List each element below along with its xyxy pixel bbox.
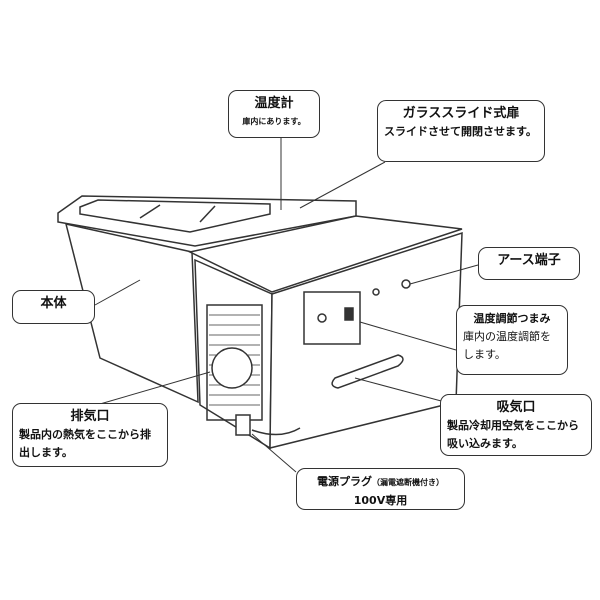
callout-temp-knob: 温度調節つまみ 庫内の温度調節をします。 bbox=[456, 305, 568, 375]
callout-title: ガラススライド式扉 bbox=[402, 106, 520, 121]
callout-title: 温度計 bbox=[254, 96, 294, 111]
power-plug bbox=[235, 414, 251, 436]
callout-text: 庫内の温度調節をします。 bbox=[463, 330, 551, 361]
callout-title: 吸気口 bbox=[496, 400, 536, 415]
leader-lines bbox=[94, 138, 479, 473]
callout-text: 庫内にあります。 bbox=[242, 117, 306, 126]
intake-slot bbox=[331, 354, 404, 389]
callout-earth: アース端子 bbox=[478, 247, 580, 280]
callout-title: 本体 bbox=[40, 296, 67, 311]
callout-body: 本体 bbox=[12, 290, 95, 324]
callout-exhaust: 排気口 製品内の熱気をここから排出します。 bbox=[12, 403, 168, 467]
callout-title: 温度調節つまみ bbox=[473, 312, 551, 325]
callout-text: 100V専用 bbox=[353, 494, 408, 507]
callout-text: スライドさせて開閉させます。 bbox=[384, 125, 537, 138]
callout-note: （漏電遮断機付き） bbox=[372, 478, 444, 487]
callout-title: アース端子 bbox=[497, 253, 561, 268]
callout-thermometer: 温度計 庫内にあります。 bbox=[228, 90, 320, 138]
exhaust-grille bbox=[206, 304, 263, 421]
callout-title: 電源プラグ bbox=[317, 475, 372, 488]
temp-knob bbox=[317, 313, 327, 323]
callout-text: 製品内の熱気をここから排出します。 bbox=[19, 428, 151, 459]
callout-title: 排気口 bbox=[70, 409, 110, 424]
right-unit bbox=[187, 215, 463, 450]
callout-text: 製品冷却用空気をここから吸い込みます。 bbox=[447, 419, 579, 450]
callout-intake: 吸気口 製品冷却用空気をここから吸い込みます。 bbox=[440, 394, 592, 456]
callout-glass-door: ガラススライド式扉 スライドさせて開閉させます。 bbox=[377, 100, 545, 162]
callout-plug: 電源プラグ（漏電遮断機付き） 100V専用 bbox=[296, 468, 465, 510]
